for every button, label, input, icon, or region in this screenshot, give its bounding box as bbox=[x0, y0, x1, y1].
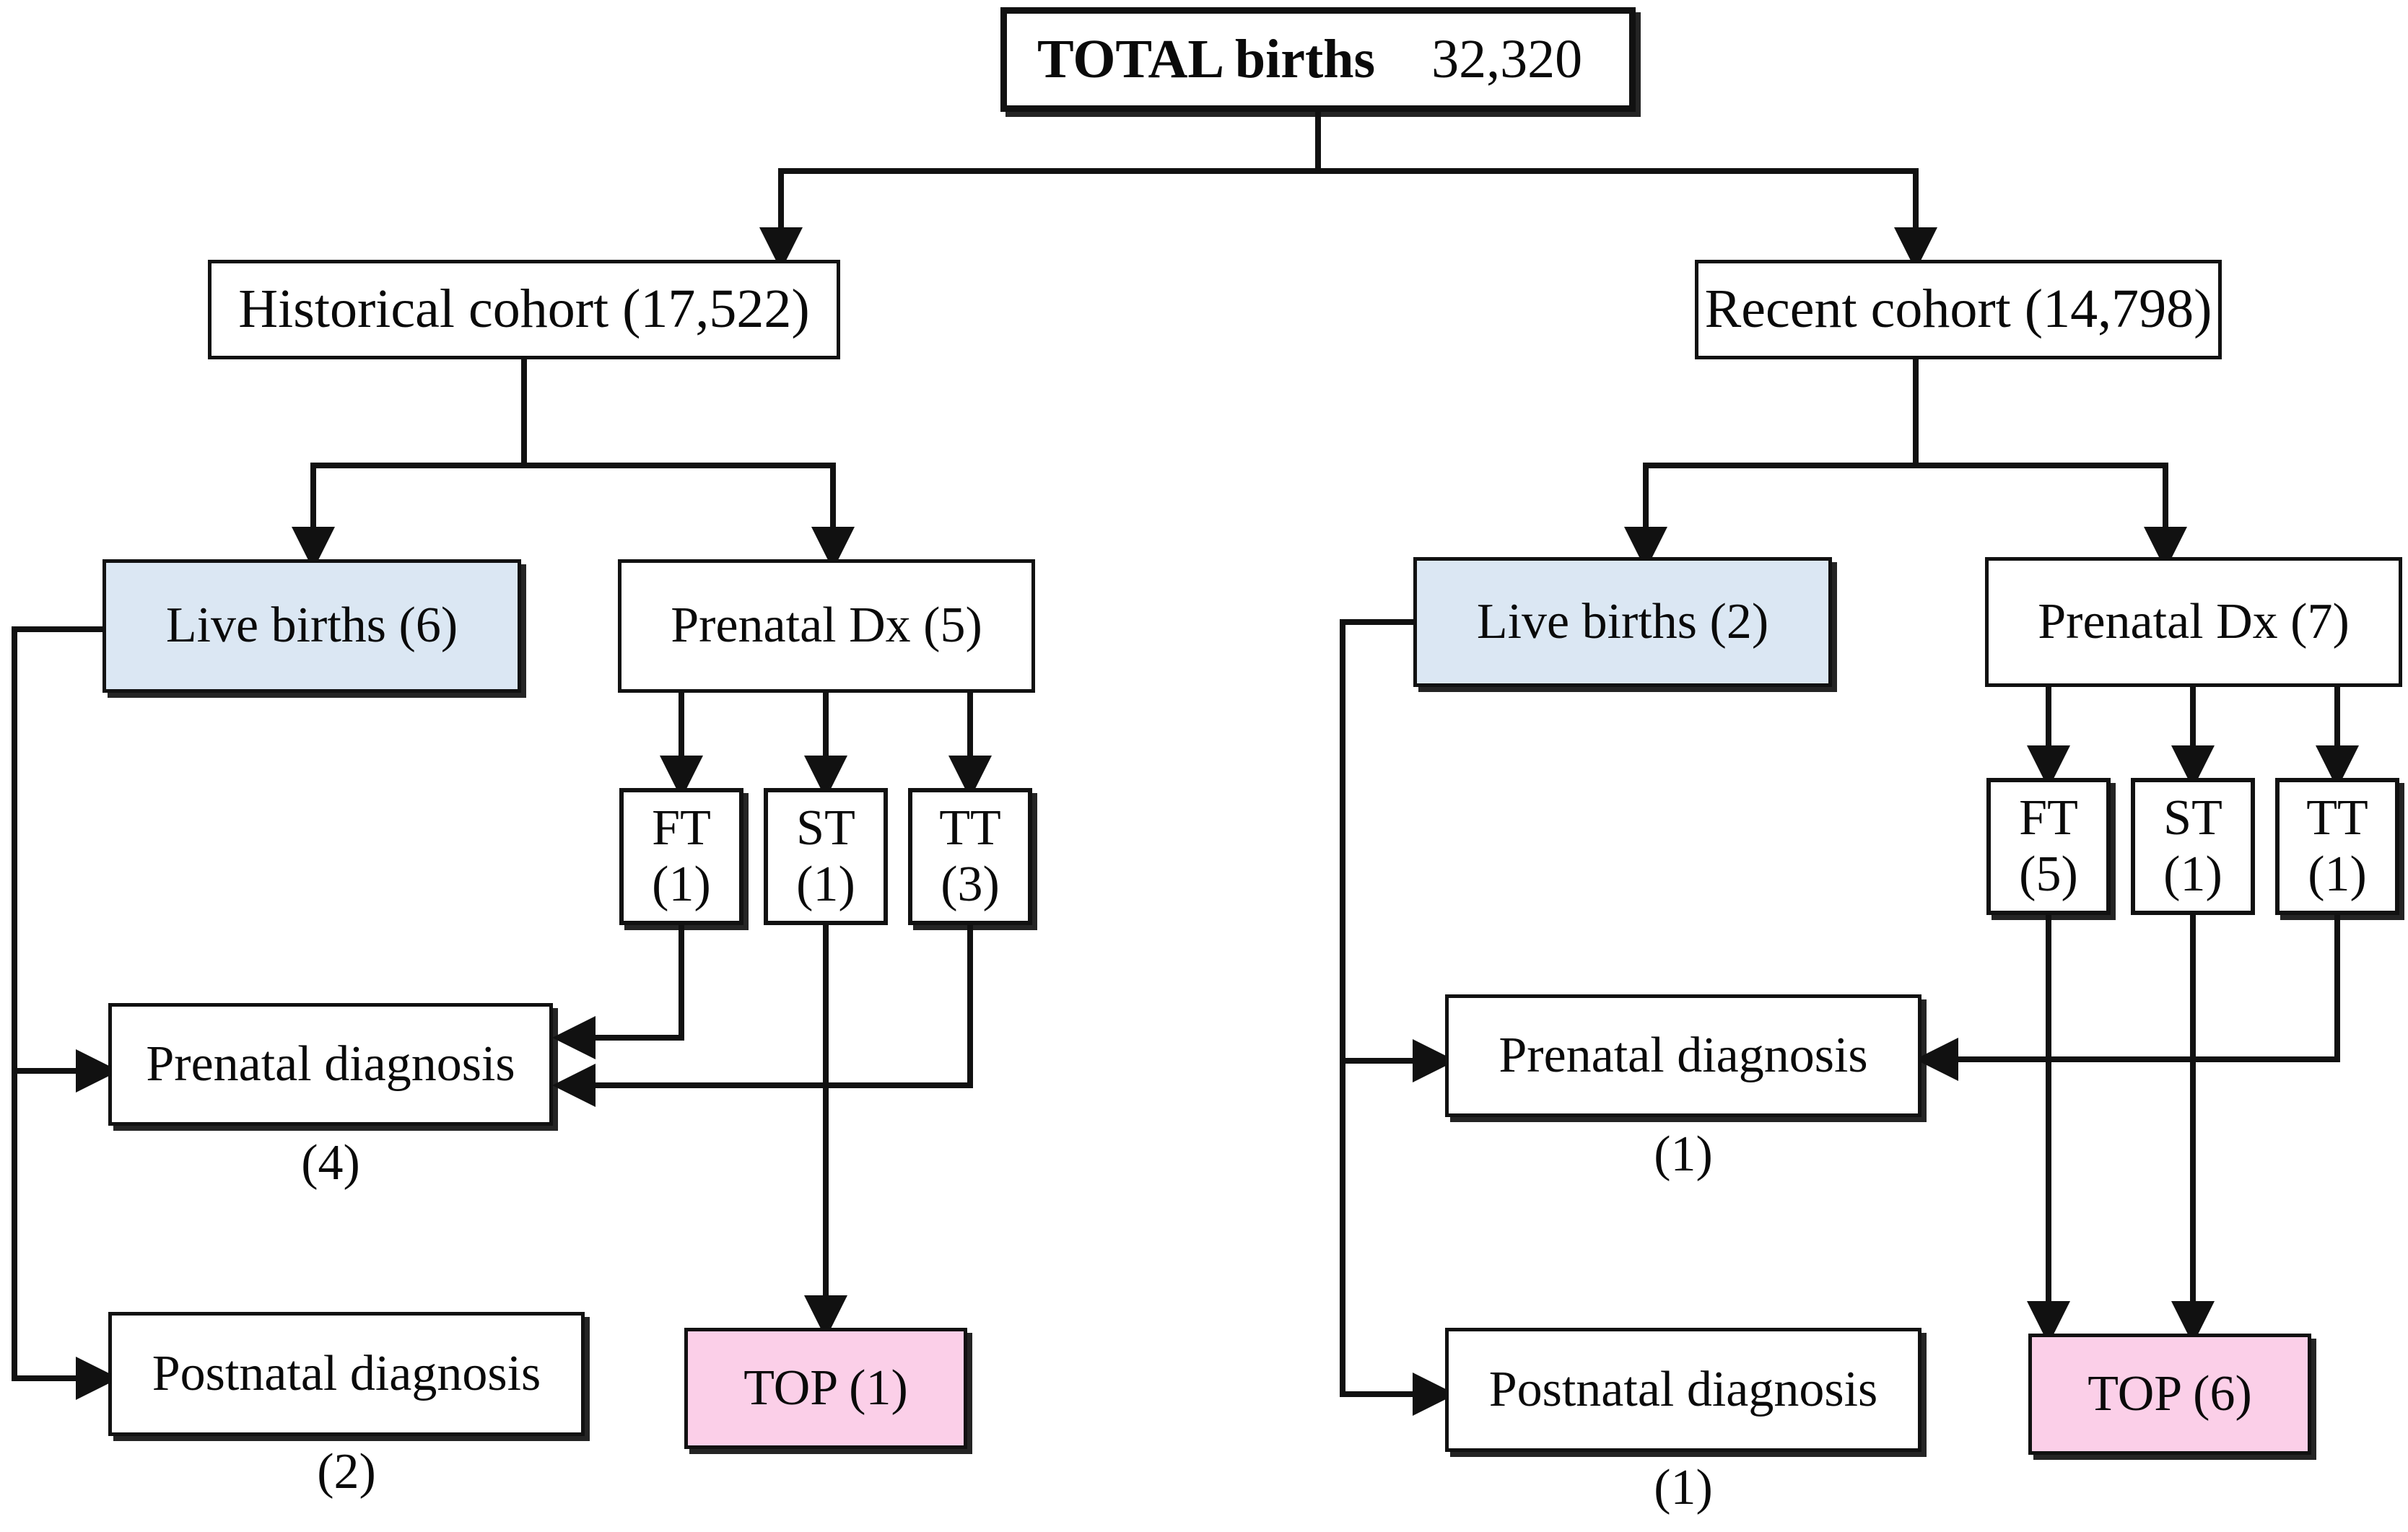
left-postnatal-diagnosis-label: Postnatal diagnosis bbox=[152, 1345, 541, 1401]
left-tt-count: (3) bbox=[941, 857, 1000, 912]
left-live-births-label: Live births (6) bbox=[165, 598, 458, 654]
left-prenatal-diagnosis-count: (4) bbox=[301, 1135, 360, 1191]
left-top-label: TOP (1) bbox=[743, 1360, 908, 1416]
historical-cohort-label: Historical cohort (17,522) bbox=[238, 279, 810, 340]
right-tt-count: (1) bbox=[2308, 846, 2367, 902]
historical-cohort-box[interactable]: Historical cohort (17,522) bbox=[208, 260, 840, 359]
left-tt-box[interactable]: TT (3) bbox=[908, 788, 1032, 925]
left-ft-box[interactable]: FT (1) bbox=[619, 788, 743, 925]
left-top-box[interactable]: TOP (1) bbox=[684, 1328, 967, 1449]
edge-left-livebirths-to-postnatal-dx bbox=[12, 1068, 119, 1400]
right-ft-count: (5) bbox=[2019, 846, 2078, 902]
left-prenatal-diagnosis-box[interactable]: Prenatal diagnosis bbox=[108, 1003, 553, 1126]
edge-left-livebirths-rail-upper bbox=[12, 626, 105, 1074]
right-ft-code: FT bbox=[2019, 789, 2078, 846]
left-ft-code: FT bbox=[652, 800, 711, 856]
left-tt-code: TT bbox=[939, 800, 1001, 856]
left-ft-count: (1) bbox=[652, 857, 711, 912]
right-live-births-box[interactable]: Live births (2) bbox=[1413, 557, 1832, 687]
right-prenatal-diagnosis-count: (1) bbox=[1654, 1126, 1713, 1182]
recent-cohort-box[interactable]: Recent cohort (14,798) bbox=[1695, 260, 2222, 359]
right-ft-box[interactable]: FT (5) bbox=[1986, 778, 2111, 915]
edge-right-livebirths-to-postnatal-dx bbox=[1340, 1058, 1456, 1416]
left-postnatal-diagnosis-count: (2) bbox=[317, 1444, 376, 1500]
left-st-count: (1) bbox=[796, 857, 855, 912]
left-prenatal-diagnosis-label: Prenatal diagnosis bbox=[146, 1036, 515, 1092]
edge-left-ft-to-prenatal-diagnosis bbox=[552, 922, 684, 1059]
right-prenatal-diagnosis-label: Prenatal diagnosis bbox=[1499, 1027, 1868, 1083]
left-prenatal-dx-box[interactable]: Prenatal Dx (5) bbox=[618, 559, 1035, 693]
total-births-label: TOTAL births bbox=[1037, 28, 1376, 89]
right-prenatal-dx-label: Prenatal Dx (7) bbox=[2038, 593, 2350, 649]
right-postnatal-diagnosis-count: (1) bbox=[1654, 1460, 1713, 1515]
left-prenatal-dx-label: Prenatal Dx (5) bbox=[671, 598, 982, 654]
total-births-value: 32,320 bbox=[1431, 28, 1583, 89]
left-live-births-box[interactable]: Live births (6) bbox=[102, 559, 521, 693]
right-st-box[interactable]: ST (1) bbox=[2131, 778, 2255, 915]
right-live-births-label: Live births (2) bbox=[1476, 593, 1769, 649]
right-st-code: ST bbox=[2163, 789, 2222, 846]
edge-right-tt-to-prenatal-diagnosis bbox=[1915, 912, 2340, 1081]
recent-cohort-label: Recent cohort (14,798) bbox=[1704, 279, 2212, 340]
right-prenatal-diagnosis-box[interactable]: Prenatal diagnosis bbox=[1445, 994, 1921, 1117]
right-top-label: TOP (6) bbox=[2088, 1365, 2252, 1422]
edge-right-livebirths-rail-upper bbox=[1340, 619, 1416, 1064]
right-prenatal-dx-box[interactable]: Prenatal Dx (7) bbox=[1985, 557, 2402, 687]
right-tt-code: TT bbox=[2306, 789, 2368, 846]
edge-left-tt-to-prenatal-diagnosis bbox=[552, 922, 973, 1107]
left-st-box[interactable]: ST (1) bbox=[764, 788, 888, 925]
right-top-box[interactable]: TOP (6) bbox=[2028, 1334, 2311, 1455]
right-tt-box[interactable]: TT (1) bbox=[2275, 778, 2399, 915]
left-postnatal-diagnosis-box[interactable]: Postnatal diagnosis bbox=[108, 1312, 585, 1436]
right-postnatal-diagnosis-label: Postnatal diagnosis bbox=[1488, 1361, 1878, 1417]
right-st-count: (1) bbox=[2163, 846, 2222, 902]
left-st-code: ST bbox=[796, 800, 855, 856]
right-postnatal-diagnosis-box[interactable]: Postnatal diagnosis bbox=[1445, 1328, 1921, 1452]
total-births-box[interactable]: TOTAL births 32,320 bbox=[1000, 7, 1636, 112]
